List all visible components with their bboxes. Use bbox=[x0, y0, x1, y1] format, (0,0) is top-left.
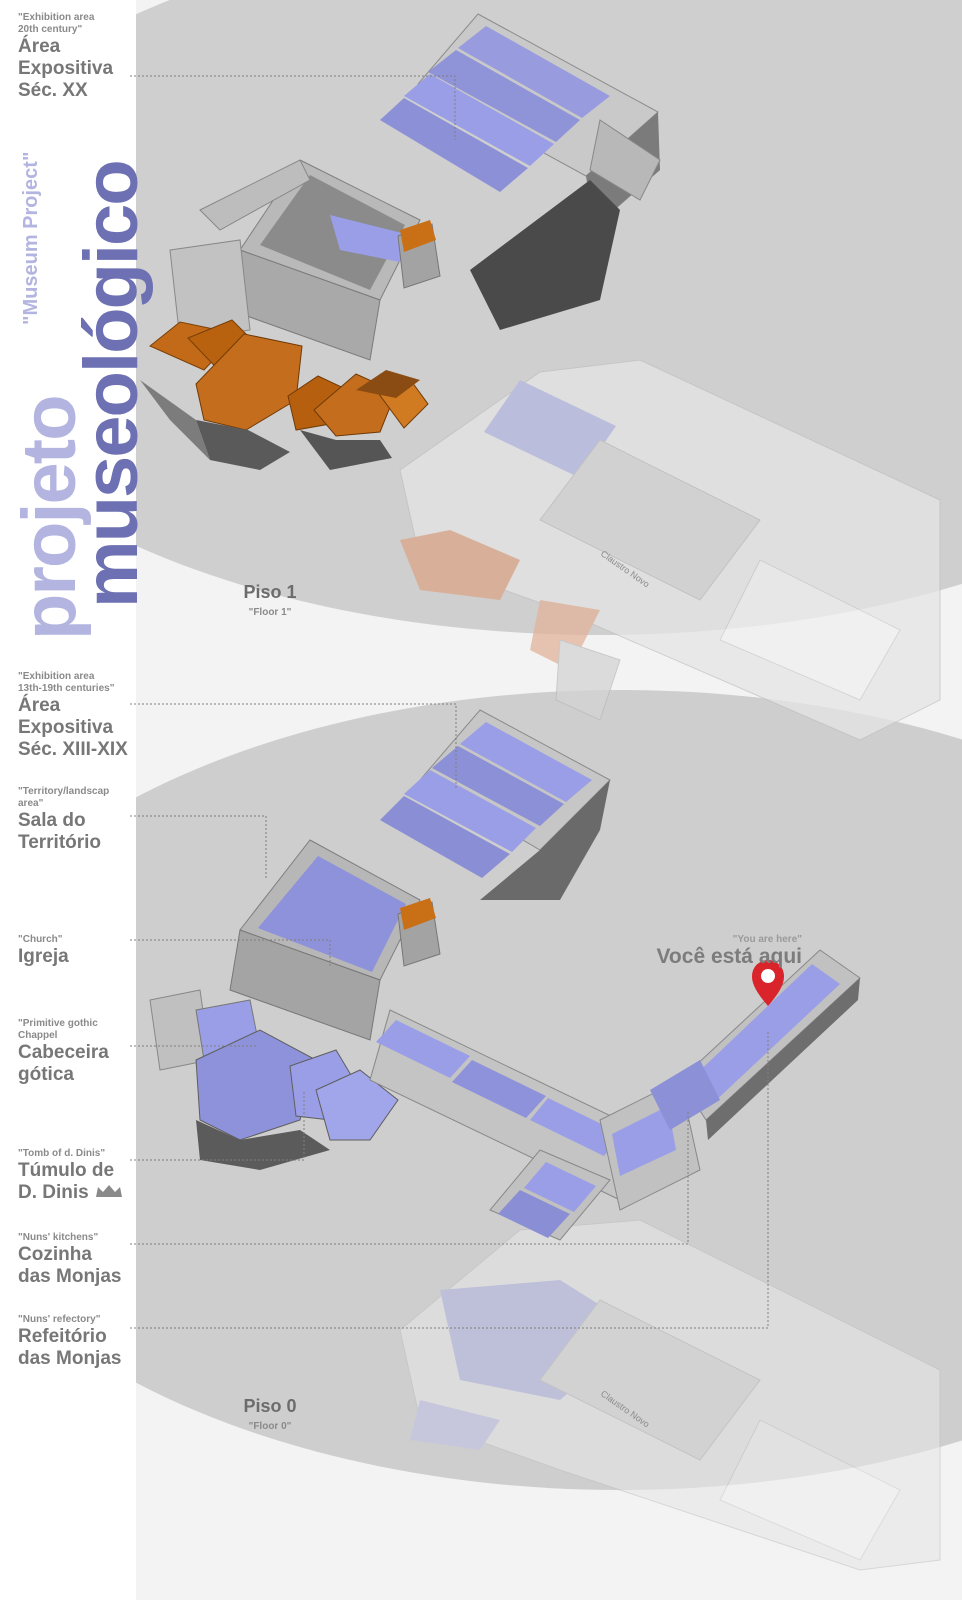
floor-0-title: Piso 0 "Floor 0" bbox=[243, 1396, 297, 1432]
label-exhibition-13-19: "Exhibition area 13th-19th centuries" Ár… bbox=[18, 671, 128, 760]
label-refectory: "Nuns' refectory" Refeitório das Monjas bbox=[18, 1314, 122, 1369]
floor1-cloister-faded bbox=[399, 359, 941, 741]
label-tomb: "Tomb of d. Dinis" Túmulo de D. Dinis bbox=[18, 1148, 115, 1203]
label-exhibition-20th: "Exhibition area 20th century" Área Expo… bbox=[18, 12, 114, 101]
floor0-building bbox=[149, 709, 861, 1241]
label-territory: "Territory/landscap area" Sala do Territ… bbox=[18, 786, 110, 853]
label-church: "Church" Igreja bbox=[18, 934, 69, 967]
floor1-building bbox=[140, 13, 661, 470]
label-kitchens: "Nuns' kitchens" Cozinha das Monjas bbox=[18, 1232, 122, 1287]
label-gothic-chapel: "Primitive gothic Chappel Cabeceira góti… bbox=[18, 1018, 109, 1085]
floor0-cloister-faded bbox=[399, 1219, 941, 1571]
crown-icon bbox=[96, 1185, 122, 1197]
sidebar bbox=[0, 0, 136, 1600]
floor-1-title: Piso 1 "Floor 1" bbox=[243, 582, 297, 618]
location-marker-icon bbox=[752, 960, 784, 1006]
you-are-here-label: "You are here" Você está aqui bbox=[656, 934, 802, 968]
leader-lines bbox=[130, 75, 769, 1329]
